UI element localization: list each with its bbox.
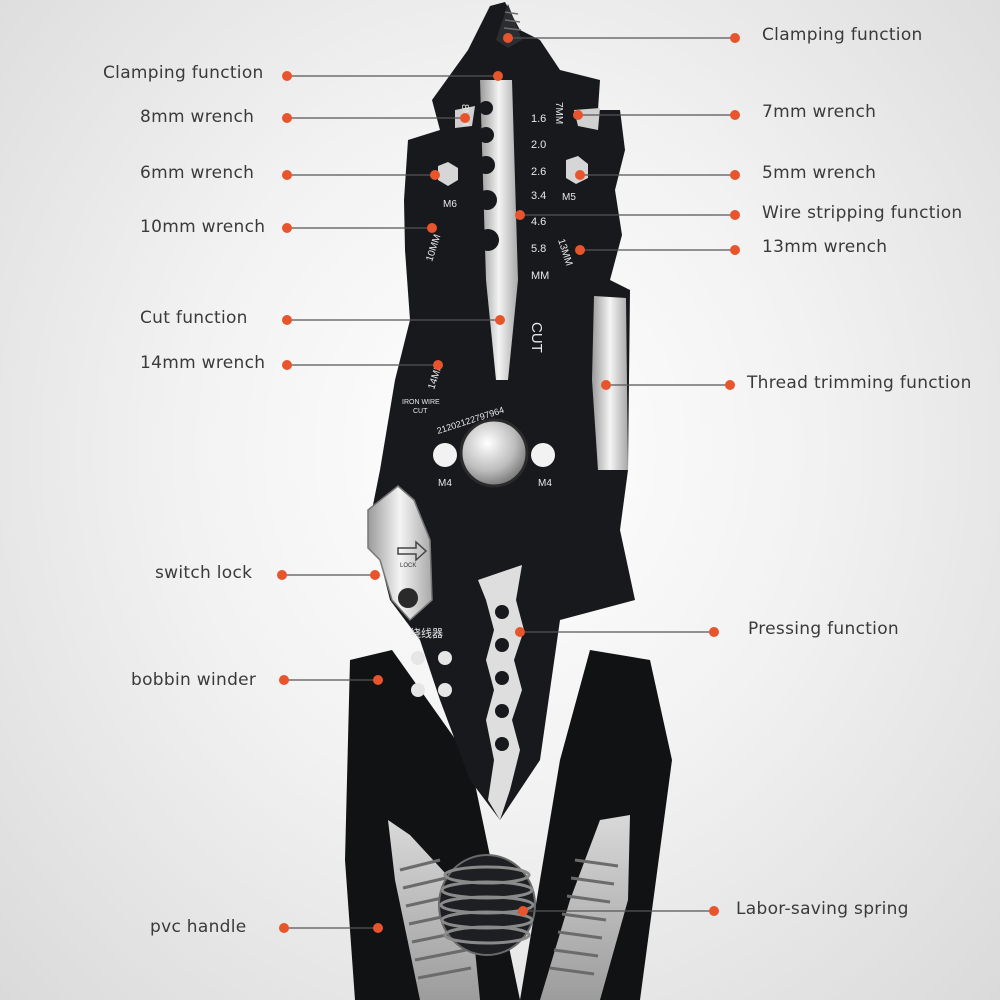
m4-hole-right: [531, 443, 555, 467]
lock-arrow-icon: [397, 540, 428, 562]
label-cut-function: Cut function: [140, 308, 248, 328]
label-wire-stripping: Wire stripping function: [762, 203, 963, 223]
mark-iron-wire: IRON WIRE: [402, 399, 440, 406]
gauge-3: 2.6: [531, 166, 546, 178]
label-7mm-wrench: 7mm wrench: [762, 102, 877, 122]
m4-hole-left: [433, 443, 457, 467]
label-pressing-function: Pressing function: [748, 619, 899, 639]
pressing-jaw: [478, 565, 524, 820]
leader-lines: [282, 37, 735, 929]
gauge-1: 1.6: [531, 113, 546, 125]
label-clamping-top: Clamping function: [762, 25, 923, 45]
mark-7mm: 7MM: [553, 102, 564, 124]
label-6mm-wrench: 6mm wrench: [140, 163, 255, 183]
label-switch-lock: switch lock: [155, 563, 253, 583]
label-pvc-handle: pvc handle: [150, 917, 247, 937]
gauge-2: 2.0: [531, 139, 546, 151]
pivot-bolt: [459, 418, 529, 488]
stripping-channel: [480, 80, 518, 380]
labor-saving-spring: [438, 854, 536, 956]
label-bobbin-winder: bobbin winder: [131, 670, 257, 690]
mark-m4-right: M4: [538, 478, 552, 489]
callout-dots: [277, 33, 740, 933]
label-14mm-wrench: 14mm wrench: [140, 353, 266, 373]
gauge-5: 4.6: [531, 216, 546, 228]
mark-m6: M6: [443, 199, 457, 210]
label-8mm-wrench: 8mm wrench: [140, 107, 255, 127]
right-handle: [520, 650, 672, 1000]
label-5mm-wrench: 5mm wrench: [762, 163, 877, 183]
mark-lock: LOCK: [400, 563, 416, 569]
mark-m4-left: M4: [438, 478, 452, 489]
label-labor-saving-spring: Labor-saving spring: [736, 899, 909, 919]
label-13mm-wrench: 13mm wrench: [762, 237, 888, 257]
bobbin-winder-holes: [411, 651, 452, 697]
label-clamping-left: Clamping function: [103, 63, 264, 83]
mark-cut: CUT: [528, 322, 545, 353]
right-handle-grip-insert: [540, 815, 630, 1000]
gauge-4: 3.4: [531, 190, 546, 202]
mark-iron-wire-cut: CUT: [413, 408, 428, 415]
stripping-notches: [477, 101, 499, 251]
label-thread-trimming: Thread trimming function: [747, 373, 972, 393]
mark-winder-cn: 绕线器: [410, 626, 443, 640]
hex-6mm: [438, 162, 458, 186]
gauge-6: 5.8: [531, 243, 546, 255]
lock-pin-icon: [398, 588, 418, 608]
left-handle-grip-insert: [388, 820, 480, 1000]
gauge-unit: MM: [531, 270, 549, 282]
label-10mm-wrench: 10mm wrench: [140, 217, 266, 237]
mark-m5: M5: [562, 192, 576, 203]
switch-lock[interactable]: [367, 485, 433, 622]
